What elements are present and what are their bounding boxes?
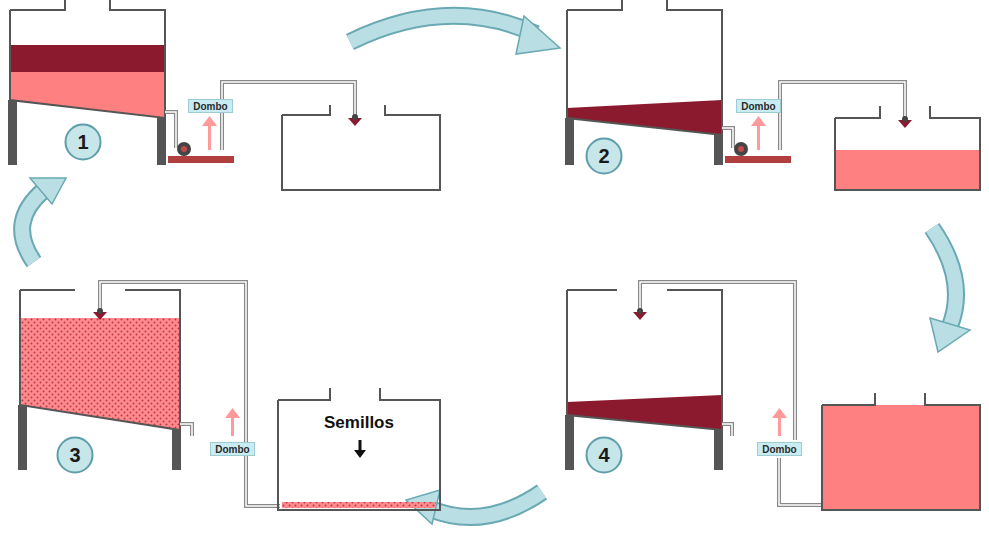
step-number-circle: 3 xyxy=(56,436,94,474)
pump-label-box: Dombo xyxy=(210,442,255,456)
tank-label: Semillos xyxy=(279,413,439,433)
step-number-circle: 1 xyxy=(64,123,102,161)
panel-three xyxy=(18,282,440,510)
step-number-circle: 2 xyxy=(585,137,623,175)
callout-number: 2 xyxy=(585,145,623,168)
pump-label-box: Dombo xyxy=(188,99,233,113)
pump-label-box: Dombo xyxy=(757,442,802,456)
pump-label: Dombo xyxy=(758,444,801,455)
callout-number: 3 xyxy=(56,444,94,467)
step-number-circle: 4 xyxy=(585,436,623,474)
pump-label: Dombo xyxy=(189,101,232,112)
pump-label: Dombo xyxy=(211,444,254,455)
pump-label-box: Dombo xyxy=(736,99,781,113)
receiving-tank: Semillos xyxy=(279,401,439,509)
panel-four xyxy=(565,282,980,510)
callout-number: 1 xyxy=(64,131,102,154)
panel-two xyxy=(565,0,980,190)
panel-one xyxy=(8,0,440,190)
pump-label: Dombo xyxy=(737,101,780,112)
callout-number: 4 xyxy=(585,444,623,467)
